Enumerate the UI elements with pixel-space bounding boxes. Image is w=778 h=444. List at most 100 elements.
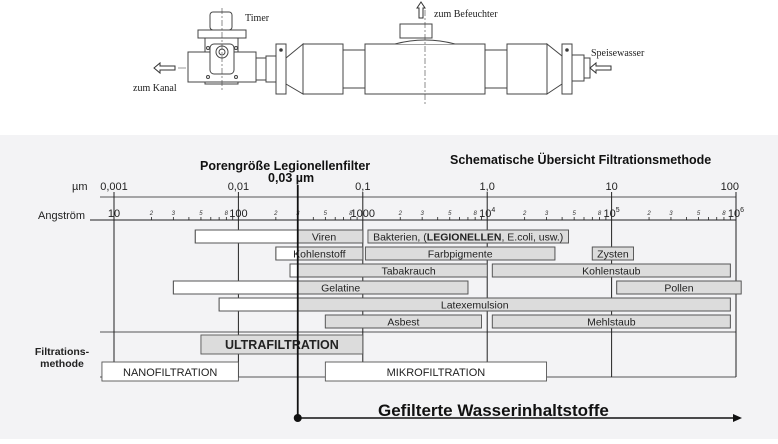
filtration-label-line2: methode bbox=[40, 358, 84, 370]
angstrom-tick-label: 10 bbox=[108, 208, 120, 220]
axes: 0,0010,010,11,01010010235810023581000235… bbox=[90, 181, 744, 422]
bar-shaded-fill bbox=[616, 281, 742, 294]
method-label: MIKROFILTRATION bbox=[387, 367, 486, 379]
method-box bbox=[200, 334, 364, 355]
bar-label: Latexemulsion bbox=[441, 300, 509, 312]
method-label: NANOFILTRATION bbox=[123, 367, 217, 379]
bar-shaded-fill bbox=[492, 315, 731, 328]
substance-bar: Kohlenstoff bbox=[275, 246, 364, 261]
bar-border bbox=[289, 263, 488, 278]
substance-bar: Kohlenstaub bbox=[491, 263, 731, 278]
bar-shaded-fill bbox=[297, 281, 468, 294]
minor-tick-label: 5 bbox=[324, 211, 328, 217]
bar-shaded-fill bbox=[297, 247, 363, 260]
method-label: ULTRAFILTRATION bbox=[225, 338, 339, 352]
substance-bar: Tabakrauch bbox=[289, 263, 488, 278]
label-timer: Timer bbox=[245, 13, 270, 24]
minor-tick-label: 8 bbox=[225, 211, 229, 217]
bar-shaded-fill bbox=[592, 247, 634, 260]
angstrom-axis-label: Angström bbox=[38, 210, 85, 222]
substance-bar: Zysten bbox=[591, 246, 634, 261]
bar-label: Asbest bbox=[387, 317, 419, 329]
angstrom-tick-label: 1000 bbox=[351, 208, 375, 220]
um-tick-label: 0,1 bbox=[355, 181, 370, 193]
minor-tick-label: 3 bbox=[669, 211, 673, 217]
minor-tick-label: 5 bbox=[572, 211, 576, 217]
filter-marker-title: Porengröße Legionellenfilter bbox=[200, 159, 370, 173]
label-drain: zum Kanal bbox=[133, 83, 177, 94]
arrow-left-feed-icon bbox=[589, 61, 612, 75]
bar-label: Viren bbox=[312, 232, 336, 244]
minor-tick-label: 8 bbox=[349, 211, 353, 217]
filtration-method-bar: MIKROFILTRATION bbox=[324, 361, 548, 382]
bar-label: Bakterien, (LEGIONELLEN, E.coli, usw.) bbox=[373, 232, 563, 244]
bar-shaded-fill bbox=[365, 247, 555, 260]
filter-housing bbox=[302, 10, 591, 105]
substance-bar: Farbpigmente bbox=[364, 246, 556, 261]
filtration-label-line1: Filtrations- bbox=[35, 346, 90, 358]
bar-border bbox=[194, 229, 364, 244]
bar-shaded-fill bbox=[492, 264, 731, 277]
label-humidifier-outlet: zum Befeuchter bbox=[434, 9, 498, 20]
bar-label: Gelatine bbox=[321, 283, 360, 295]
bar-label: Tabakrauch bbox=[381, 266, 435, 278]
filtration-method-bar: NANOFILTRATION bbox=[101, 361, 239, 382]
filter-marker-value: 0,03 µm bbox=[268, 171, 314, 185]
bar-label: Kohlenstoff bbox=[293, 249, 345, 261]
filtration-chart: Viren Bakterien, (LEGIONELLEN, E.coli, us… bbox=[0, 135, 778, 439]
bar-label: Kohlenstaub bbox=[582, 266, 641, 278]
bar-border bbox=[364, 246, 556, 261]
method-box bbox=[324, 361, 548, 382]
minor-tick-label: 2 bbox=[522, 211, 527, 217]
substance-bar: Bakterien, (LEGIONELLEN, E.coli, usw.) bbox=[367, 229, 569, 244]
angstrom-tick-label: 100 bbox=[229, 208, 247, 220]
angstrom-tick-label: 105 bbox=[604, 207, 620, 220]
um-tick-label: 1,0 bbox=[480, 181, 495, 193]
angstrom-tick-label: 106 bbox=[728, 207, 744, 220]
device-diagram: Timer zum Befeuchter Speisewasser zum Ka… bbox=[0, 0, 778, 135]
minor-tick-label: 5 bbox=[448, 211, 452, 217]
bar-border bbox=[591, 246, 634, 261]
bar-label: Farbpigmente bbox=[428, 249, 493, 261]
um-tick-label: 0,001 bbox=[100, 181, 128, 193]
substance-bars: Viren Bakterien, (LEGIONELLEN, E.coli, us… bbox=[101, 229, 742, 382]
arrow-up-icon bbox=[416, 1, 426, 19]
bar-border bbox=[172, 280, 469, 295]
minor-tick-label: 8 bbox=[598, 211, 602, 217]
substance-bar: Pollen bbox=[616, 280, 742, 295]
minor-tick-label: 2 bbox=[273, 211, 278, 217]
timer-valve bbox=[187, 8, 277, 90]
bar-label: Mehlstaub bbox=[587, 317, 636, 329]
minor-tick-label: 3 bbox=[545, 211, 549, 217]
substance-bar: Viren bbox=[194, 229, 364, 244]
minor-tick-label: 3 bbox=[420, 211, 424, 217]
bar-shaded-fill bbox=[297, 298, 731, 311]
bar-border bbox=[275, 246, 364, 261]
bar-shaded-fill bbox=[297, 230, 363, 243]
substance-bar: Asbest bbox=[324, 314, 482, 329]
filtration-method-bar: ULTRAFILTRATION bbox=[200, 334, 364, 355]
substance-bar: Mehlstaub bbox=[491, 314, 731, 329]
bar-border bbox=[616, 280, 742, 295]
minor-tick-label: 2 bbox=[149, 211, 154, 217]
minor-tick-label: 5 bbox=[199, 211, 203, 217]
bar-shaded-fill bbox=[297, 264, 488, 277]
chart-title: Schematische Übersicht Filtrationsmethod… bbox=[450, 152, 711, 167]
label-feed-water: Speisewasser bbox=[591, 48, 645, 59]
bar-label: Pollen bbox=[664, 283, 693, 295]
um-axis-label: µm bbox=[72, 181, 88, 193]
device-drawing: Timer zum Befeuchter Speisewasser zum Ka… bbox=[133, 1, 645, 105]
substance-bar: Gelatine bbox=[172, 280, 469, 295]
minor-tick-label: 5 bbox=[697, 211, 701, 217]
bottom-arrow-label: Gefilterte Wasserinhaltstoffe bbox=[378, 401, 609, 420]
bar-shaded-fill bbox=[325, 315, 482, 328]
minor-tick-label: 2 bbox=[398, 211, 403, 217]
bar-shaded-fill bbox=[367, 230, 569, 243]
bar-border bbox=[491, 263, 731, 278]
minor-tick-label: 8 bbox=[473, 211, 477, 217]
minor-tick-label: 8 bbox=[722, 211, 726, 217]
minor-tick-label: 3 bbox=[172, 211, 176, 217]
filtration-chart-svg: Viren Bakterien, (LEGIONELLEN, E.coli, us… bbox=[35, 152, 744, 422]
arrow-left-icon bbox=[153, 61, 176, 75]
bar-border bbox=[218, 297, 731, 312]
